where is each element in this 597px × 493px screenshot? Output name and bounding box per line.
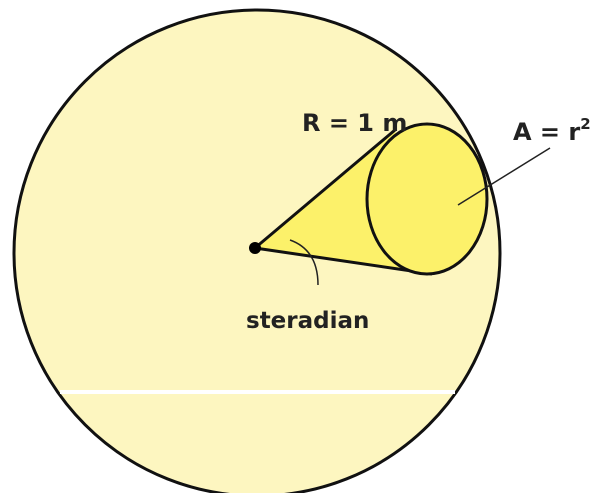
area-label-exponent: 2 [580, 115, 590, 133]
steradian-label: steradian [246, 308, 369, 334]
cone-lower-edge [254, 246, 433, 276]
area-label: A = r2 [513, 115, 591, 146]
steradian-leader-curve [289, 239, 319, 286]
area-label-base: A = r [513, 118, 580, 146]
apex-dot [249, 242, 261, 254]
radius-label: R = 1 m [302, 109, 407, 137]
cap-ellipse [365, 122, 489, 276]
area-leader-line [457, 147, 551, 206]
cone-upper-edge [254, 128, 396, 250]
